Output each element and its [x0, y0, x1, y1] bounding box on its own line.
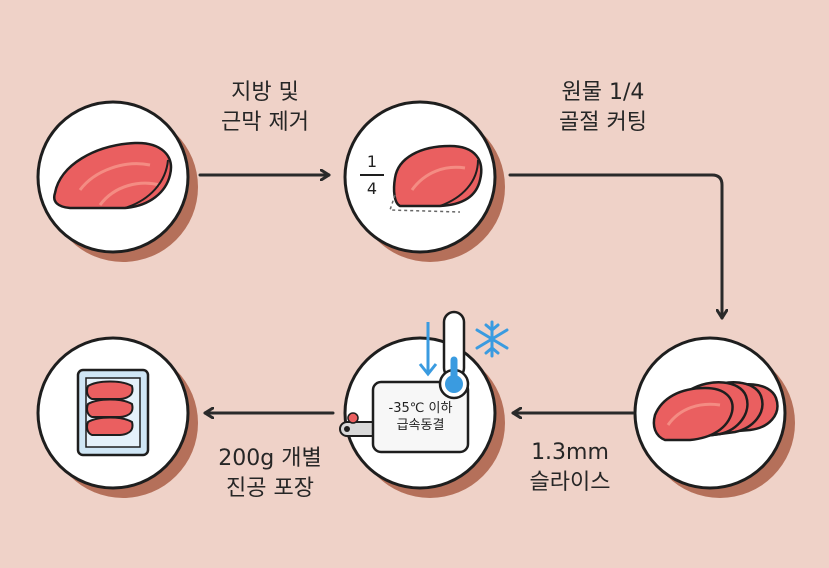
vacuum-pack-icon: [78, 370, 148, 455]
step-trim-label: 지방 및 근막 제거: [205, 78, 325, 138]
fraction-denominator: 4: [362, 180, 382, 198]
arrow-cut-to-slice: [510, 175, 722, 318]
step-trim-line2: 근막 제거: [205, 108, 325, 138]
fraction-numerator: 1: [362, 153, 382, 171]
step-pack-label: 200g 개별 진공 포장: [205, 444, 335, 504]
step-slice-line2: 슬라이스: [510, 468, 630, 498]
step-pack-line2: 진공 포장: [205, 474, 335, 504]
freeze-machine-text: -35℃ 이하 급속동결: [373, 400, 468, 434]
step-cut-line2: 골절 커팅: [538, 108, 668, 138]
step-slice-label: 1.3mm 슬라이스: [510, 438, 630, 498]
step-slice-line1: 1.3mm: [510, 438, 630, 468]
step-pack-line1: 200g 개별: [205, 444, 335, 474]
step-pack-node: [38, 338, 198, 498]
step-trim-node: [38, 102, 198, 262]
thermometer-icon: [440, 312, 468, 398]
step-trim-line1: 지방 및: [205, 78, 325, 108]
step-slice-node: [635, 338, 795, 498]
step-cut-line1: 원물 1/4: [538, 78, 668, 108]
snowflake-icon: [477, 322, 507, 356]
step-cut-label: 원물 1/4 골절 커팅: [538, 78, 668, 138]
freeze-line2: 급속동결: [373, 417, 468, 434]
freeze-line1: -35℃ 이하: [373, 400, 468, 417]
